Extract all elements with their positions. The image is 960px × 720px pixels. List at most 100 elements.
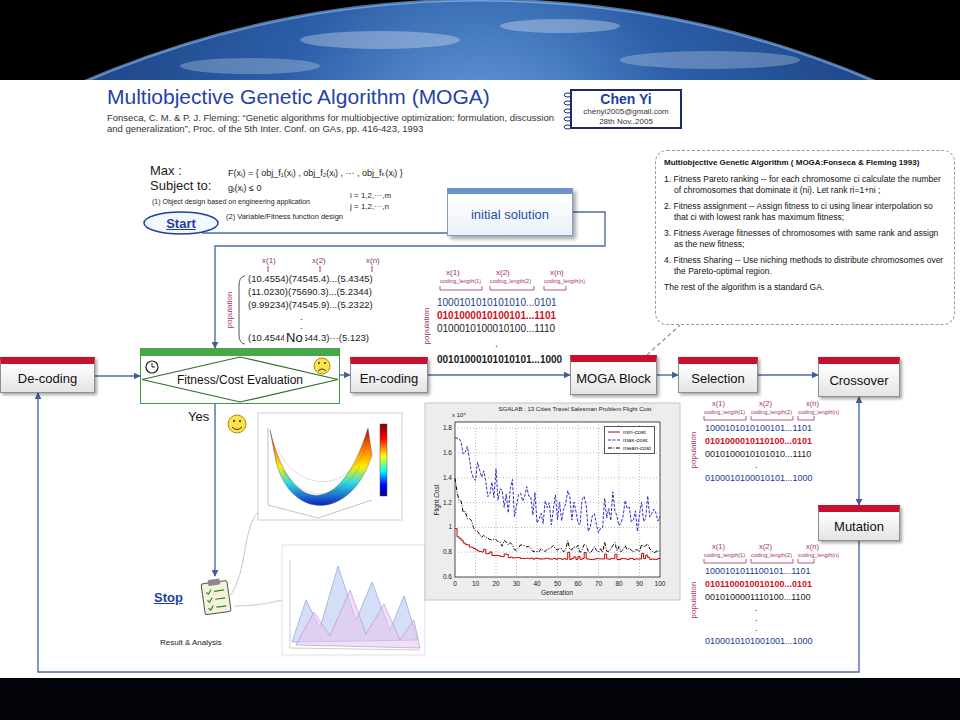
clock-hands <box>152 363 155 367</box>
label: 0101000010100101...1101 <box>437 310 556 322</box>
node-text: Crossover <box>829 373 888 388</box>
tick-label: 90 <box>636 580 643 587</box>
bottom-band <box>0 678 960 720</box>
label: coding_length(n) <box>798 409 839 415</box>
tick-label: 10 <box>472 580 479 587</box>
label: j = 1,2,···,n <box>350 202 389 211</box>
cost-curve <box>455 478 660 553</box>
node-text: De-coding <box>18 371 77 386</box>
connector <box>202 232 447 233</box>
face <box>314 358 330 374</box>
tick-label: 100 <box>655 580 666 587</box>
edge-label: No <box>284 331 305 346</box>
node-text: Chen Yi <box>600 91 651 107</box>
sad-face <box>314 358 330 374</box>
start-ellipse: Start <box>143 211 219 235</box>
label: F(xᵢ) = { obj_f₁(xᵢ) , obj_f₂(xᵢ) , ··· … <box>228 168 403 178</box>
label: . <box>755 623 758 633</box>
coding-brackets <box>704 559 814 563</box>
connector <box>38 393 859 672</box>
connector <box>428 374 570 375</box>
legend-text: min-cost <box>623 428 646 436</box>
label: x(1) <box>262 256 276 265</box>
leader-curve <box>234 600 282 606</box>
eye <box>318 362 320 364</box>
axis-title: Flight Cost <box>433 484 440 515</box>
tick-label: 60 <box>574 580 581 587</box>
label: population <box>689 582 698 619</box>
legend-item: min-cost <box>608 428 651 436</box>
decision-diamond: Fitness/Cost Evaluation <box>140 348 340 404</box>
label: 1000101011100101...1101 <box>705 566 811 576</box>
label: x(n) <box>806 400 819 409</box>
label: 0010100001110100...1100 <box>705 592 811 602</box>
tick-label: 30 <box>513 580 520 587</box>
cloud <box>300 31 460 49</box>
plot-axes <box>290 560 420 650</box>
connector <box>340 374 350 375</box>
label: 1000101010101010...0101 <box>437 297 557 309</box>
cost-curve <box>455 529 660 560</box>
clipboard-icon <box>201 578 231 615</box>
surface-plot <box>258 413 402 520</box>
node-text: 3. Fitness Average fitnesses of chromoso… <box>664 228 946 250</box>
label: x(1) <box>712 543 725 552</box>
label: i = 1,2,···,m <box>350 191 391 200</box>
plot-frame <box>258 413 402 520</box>
label: . <box>755 460 758 470</box>
mouth <box>232 427 242 430</box>
axis-multiplier: x 10⁴ <box>452 412 466 419</box>
colorbar <box>380 424 387 496</box>
plot-frame <box>282 545 425 655</box>
node-text: Mutation <box>834 519 884 534</box>
variable-ticks <box>268 266 372 272</box>
process-box: initial solution <box>447 188 573 236</box>
legend-text: max-cost <box>623 436 647 444</box>
label: coding_length(1) <box>704 409 745 415</box>
title: Multiobjective Genetic Algorithm (MOGA) <box>107 84 490 109</box>
label: 00101000101010101...1000 <box>437 354 562 366</box>
grid-line <box>475 422 476 577</box>
eye <box>324 362 326 364</box>
edge-label: Yes <box>186 410 211 425</box>
label: x(2) <box>759 543 772 552</box>
label: 0100010100010101...1000 <box>705 473 813 483</box>
label: coding_length(2) <box>751 409 792 415</box>
label: Subject to: <box>150 179 211 194</box>
label: (2) Variable/Fitness function design <box>226 213 343 222</box>
tick-label: 80 <box>615 580 622 587</box>
label: population <box>225 292 234 329</box>
label: . <box>755 603 758 613</box>
node-text: 28th Nov.,2005 <box>599 117 653 127</box>
label: population <box>689 432 698 469</box>
label: x(1) <box>712 400 725 409</box>
node-text: Multiobjective Genetic Algorithm ( MOGA:… <box>664 157 946 168</box>
connector <box>214 404 215 576</box>
label: Max : <box>150 164 182 179</box>
label: 0010100010101010...1110 <box>705 449 811 459</box>
tick-label: 1.8 <box>430 424 452 431</box>
label: x(n) <box>806 543 819 552</box>
chart-plot-area <box>455 422 660 577</box>
grid-line <box>557 422 558 577</box>
node-text: MOGA Block <box>576 371 650 386</box>
process-box: Mutation <box>818 505 900 541</box>
node-text: 1. Fitness Pareto ranking -- for each ch… <box>664 174 946 196</box>
grid-line <box>537 422 538 577</box>
connector <box>758 374 818 375</box>
cloud <box>180 58 320 74</box>
node-text: Stop <box>154 590 240 605</box>
label: x(2) <box>312 256 326 265</box>
legend-sample <box>608 432 620 433</box>
grid-line <box>578 422 579 577</box>
tick-label: 70 <box>595 580 602 587</box>
label: (1) Object design based on engineering a… <box>152 198 310 206</box>
label: 0100010100010100...1110 <box>437 323 555 335</box>
label: x(n) <box>550 268 564 277</box>
mouth <box>318 369 326 371</box>
eye <box>239 420 241 422</box>
leader-curve <box>230 512 258 596</box>
plot-axes <box>268 428 372 518</box>
process-box: MOGA Block <box>570 355 657 395</box>
